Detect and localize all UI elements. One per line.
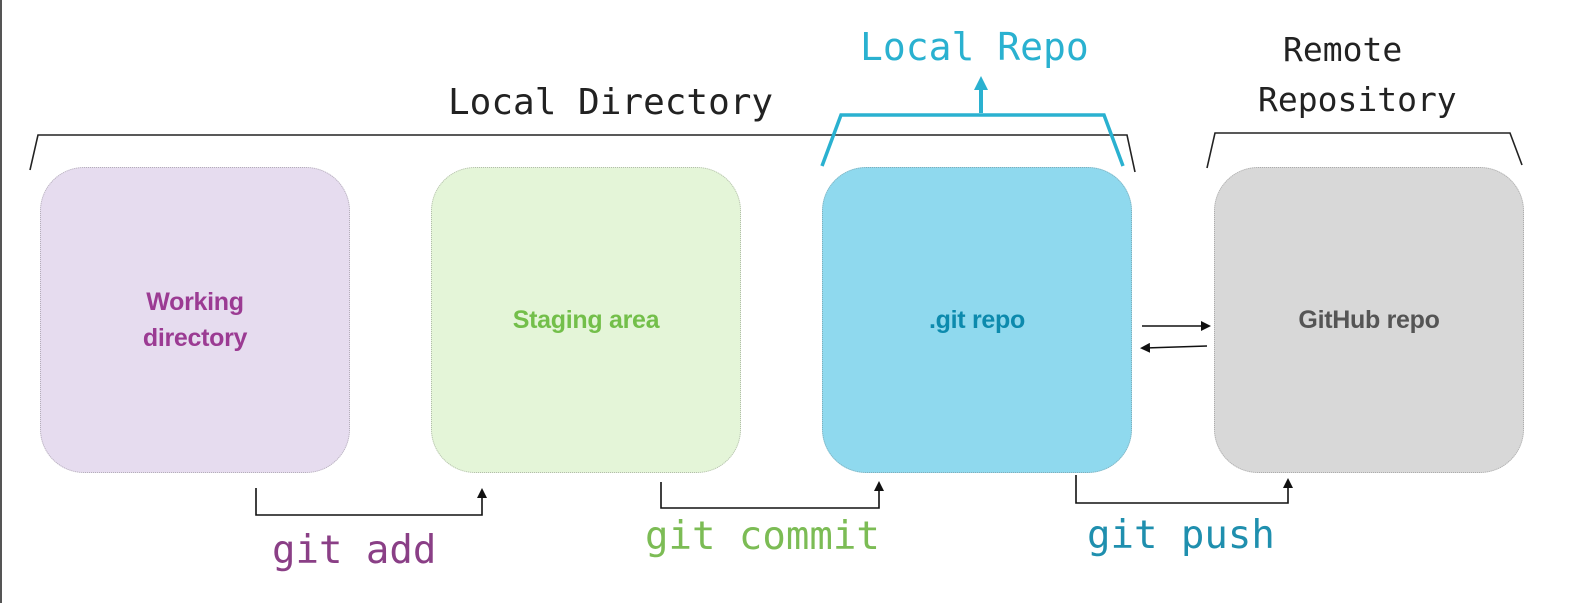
staging-area-label: Staging area (512, 305, 660, 334)
working-directory-label-line1: Working (146, 287, 244, 316)
local-directory-label: Local Directory (448, 82, 774, 123)
pull-sync-arrow (1140, 342, 1208, 353)
local-directory-bracket (29, 134, 1136, 173)
git-repo-box: .git repo (822, 167, 1132, 473)
git-add-label: git add (272, 528, 437, 573)
remote-repository-bracket (1206, 132, 1523, 169)
local-repo-bracket (820, 113, 1125, 167)
local-repo-label: Local Repo (860, 25, 1089, 69)
github-repo-label: GitHub repo (1298, 305, 1440, 334)
left-border-line (0, 0, 2, 603)
remote-label-line2: Repository (1258, 80, 1457, 119)
git-repo-label: .git repo (929, 305, 1025, 334)
staging-area-box: Staging area (431, 167, 741, 473)
github-repo-box: GitHub repo (1214, 167, 1524, 473)
working-directory-label: Working directory (142, 284, 248, 357)
working-directory-label-line2: directory (142, 324, 248, 352)
git-commit-label: git commit (645, 514, 880, 559)
working-directory-box: Working directory (40, 167, 350, 473)
git-push-label: git push (1087, 513, 1275, 558)
remote-label-line1: Remote (1283, 30, 1403, 69)
git-commit-connector (660, 481, 884, 509)
git-push-connector (1075, 475, 1293, 504)
git-add-connector (255, 488, 487, 516)
